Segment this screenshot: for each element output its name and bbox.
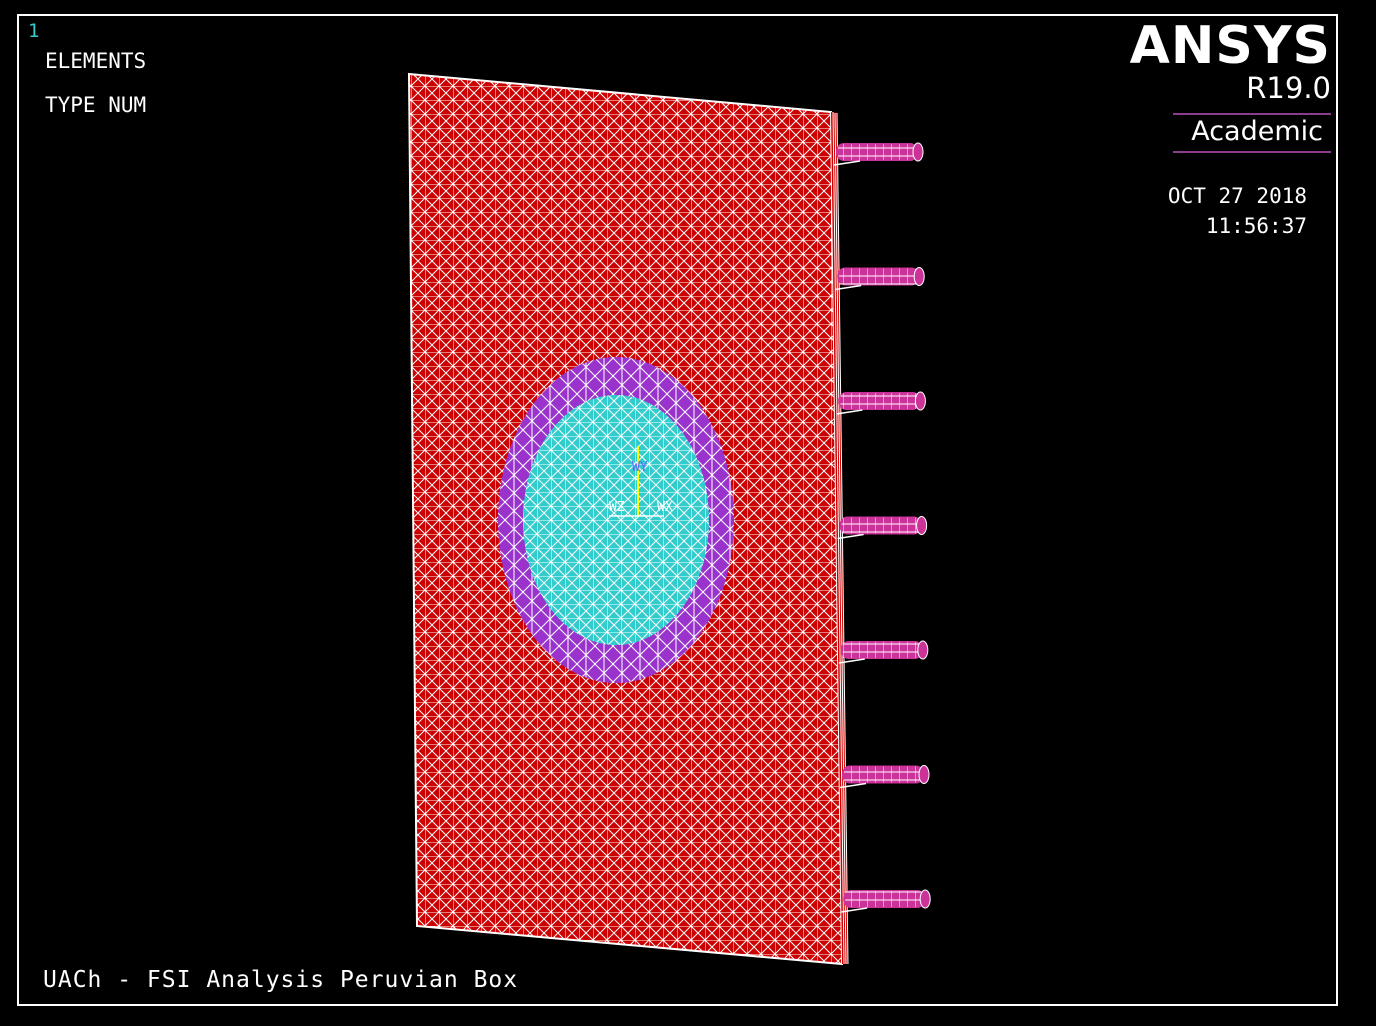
numbering-label: TYPE NUM (45, 93, 147, 117)
axis-triad: WY WZ WX (609, 446, 673, 517)
support-rod (839, 765, 930, 789)
timestamp-date: OCT 27 2018 (1167, 184, 1307, 208)
support-rod (833, 142, 924, 166)
graphics-window[interactable]: WY WZ WX 1 ELEMENTS TYPE NUM ANSYS R19.0… (17, 14, 1338, 1006)
support-rod (835, 267, 925, 291)
core-region (523, 395, 709, 645)
mesh-plot[interactable]: WY WZ WX (19, 16, 1340, 1008)
support-rods (833, 142, 931, 913)
support-rod (836, 391, 926, 415)
brand-edition: Academic (1173, 113, 1331, 153)
brand-version: R19.0 (1246, 71, 1331, 105)
brand-name: ANSYS (1129, 16, 1331, 76)
triad-x-label: WX (657, 500, 673, 515)
support-rod (838, 640, 929, 664)
timestamp: OCT 27 2018 11:56:37 (1168, 181, 1307, 241)
support-rod (841, 889, 931, 913)
ansys-logo: ANSYS R19.0 Academic (1130, 18, 1331, 153)
timestamp-time: 11:56:37 (1205, 214, 1307, 238)
window-number: 1 (28, 20, 40, 42)
support-rod (837, 516, 928, 540)
triad-y-label: WY (632, 460, 648, 475)
plot-type-label: ELEMENTS (45, 49, 147, 73)
triad-z-label: WZ (609, 500, 625, 515)
plot-title: UACh - FSI Analysis Peruvian Box (43, 967, 519, 993)
